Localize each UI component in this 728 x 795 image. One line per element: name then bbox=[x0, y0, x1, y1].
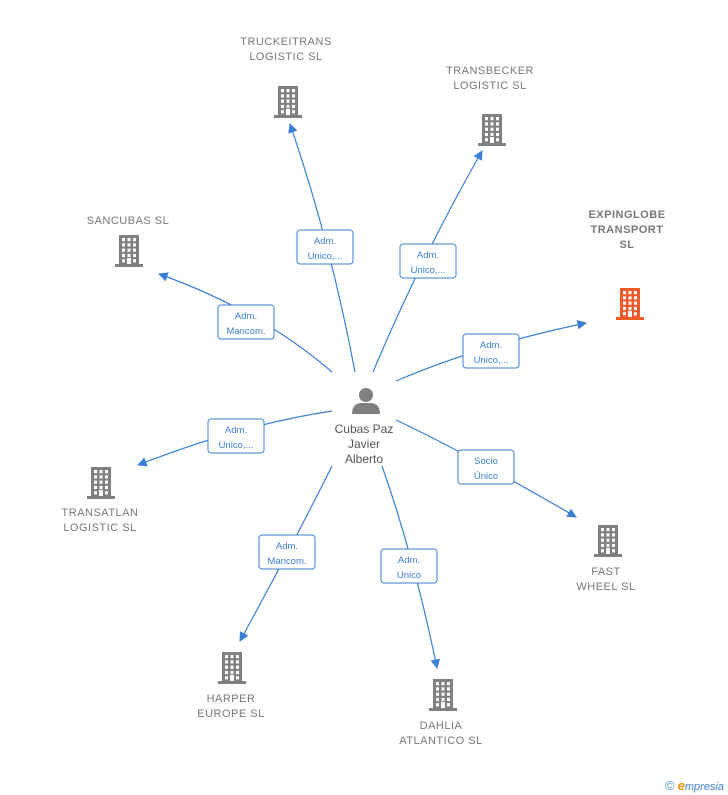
company-name: TRANSPORT bbox=[591, 224, 664, 236]
role-text: Unico,... bbox=[219, 440, 254, 451]
brand-logo-text: mpresia bbox=[684, 781, 724, 793]
role-badge-harper[interactable]: Adm. Mancom. bbox=[258, 534, 316, 570]
company-name: HARPER bbox=[207, 693, 256, 705]
role-badge-box bbox=[380, 548, 438, 584]
company-name: EUROPE SL bbox=[197, 708, 264, 720]
role-text: Socio bbox=[474, 456, 498, 467]
company-name: TRANSATLAN bbox=[62, 507, 139, 519]
role-badge-transatlan[interactable]: Adm. Unico,... bbox=[207, 418, 265, 454]
role-badge-transbecker[interactable]: Adm. Unico,... bbox=[399, 243, 457, 279]
person-icon bbox=[352, 388, 380, 414]
company-node-sancubas[interactable]: SANCUBAS SL bbox=[87, 215, 170, 267]
role-badge-box bbox=[457, 449, 515, 485]
role-text: Adm. bbox=[314, 236, 336, 247]
building-icon bbox=[594, 525, 622, 557]
company-name: LOGISTIC SL bbox=[63, 522, 136, 534]
copyright-icon: © bbox=[665, 778, 675, 793]
role-text: Unico,... bbox=[308, 251, 343, 262]
role-text: Unico,... bbox=[474, 355, 509, 366]
building-icon bbox=[218, 652, 246, 684]
building-icon bbox=[87, 467, 115, 499]
company-name: FAST bbox=[591, 566, 621, 578]
role-badge-box bbox=[217, 304, 275, 340]
company-name: LOGISTIC SL bbox=[249, 51, 322, 63]
building-icon bbox=[115, 235, 143, 267]
role-text: Unico,... bbox=[411, 265, 446, 276]
role-badge-truckeitrans[interactable]: Adm. Unico,... bbox=[296, 229, 354, 265]
role-badge-box bbox=[207, 418, 265, 454]
person-name: Alberto bbox=[345, 452, 383, 466]
role-badge-dahlia[interactable]: Adm. Unico bbox=[380, 548, 438, 584]
company-node-expinglobe[interactable]: EXPINGLOBE TRANSPORT SL bbox=[588, 209, 665, 320]
building-icon bbox=[274, 86, 302, 118]
company-node-fastwheel[interactable]: FAST WHEEL SL bbox=[576, 525, 635, 593]
role-badge-box bbox=[296, 229, 354, 265]
company-node-harper[interactable]: HARPER EUROPE SL bbox=[197, 652, 264, 720]
role-badge-sancubas[interactable]: Adm. Mancom. bbox=[217, 304, 275, 340]
brand-watermark: ©empresia bbox=[665, 778, 724, 793]
person-name: Cubas Paz bbox=[335, 422, 394, 436]
company-name: TRANSBECKER bbox=[446, 65, 534, 77]
company-node-transatlan[interactable]: TRANSATLAN LOGISTIC SL bbox=[62, 467, 139, 534]
company-name: SL bbox=[619, 239, 634, 251]
company-name: TRUCKEITRANS bbox=[240, 36, 332, 48]
role-badge-box bbox=[462, 333, 520, 369]
role-badge-box bbox=[399, 243, 457, 279]
building-icon bbox=[478, 114, 506, 146]
role-text: Adm. bbox=[417, 250, 439, 261]
role-text: Adm. bbox=[398, 555, 420, 566]
company-name: LOGISTIC SL bbox=[453, 80, 526, 92]
company-name: WHEEL SL bbox=[576, 581, 635, 593]
brand-logo-e: e bbox=[677, 778, 685, 793]
company-node-truckeitrans[interactable]: TRUCKEITRANS LOGISTIC SL bbox=[240, 36, 332, 118]
person-name: Javier bbox=[348, 437, 380, 451]
role-text: Adm. bbox=[225, 425, 247, 436]
company-name: SANCUBAS SL bbox=[87, 215, 170, 227]
role-text: Único bbox=[474, 471, 498, 482]
role-text: Mancom. bbox=[267, 556, 306, 567]
role-text: Mancom. bbox=[226, 326, 265, 337]
role-text: Adm. bbox=[480, 340, 502, 351]
building-icon bbox=[616, 288, 644, 320]
role-badge-expinglobe[interactable]: Adm. Unico,... bbox=[462, 333, 520, 369]
company-node-transbecker[interactable]: TRANSBECKER LOGISTIC SL bbox=[446, 65, 534, 146]
company-name: DAHLIA bbox=[420, 720, 463, 732]
role-text: Adm. bbox=[235, 311, 257, 322]
building-icon bbox=[429, 679, 457, 711]
role-text: Adm. bbox=[276, 541, 298, 552]
company-name: ATLANTICO SL bbox=[399, 735, 482, 747]
company-node-dahlia[interactable]: DAHLIA ATLANTICO SL bbox=[399, 679, 482, 747]
role-badge-box bbox=[258, 534, 316, 570]
company-name: EXPINGLOBE bbox=[588, 209, 665, 221]
role-text: Unico bbox=[397, 570, 421, 581]
